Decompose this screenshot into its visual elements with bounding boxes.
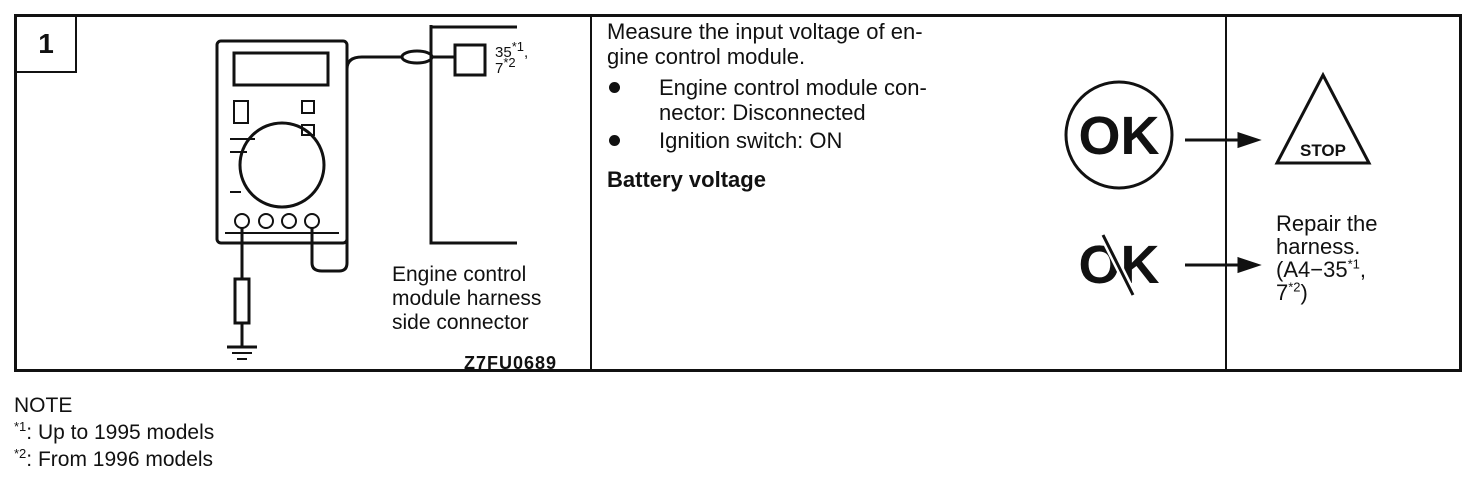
- caption-line: module harness: [392, 287, 542, 310]
- note-item: *2: From 1996 models: [14, 446, 214, 473]
- repair-line: harness.: [1276, 234, 1361, 259]
- title-line: Measure the input voltage of en-: [607, 19, 923, 44]
- condition-line: Engine control module con-: [659, 75, 927, 100]
- condition-item: Engine control module con-nector: Discon…: [607, 75, 1027, 125]
- step-number: 1: [17, 17, 77, 73]
- condition-item: Ignition switch: ON: [607, 128, 1027, 153]
- repair-line: 7*2): [1276, 281, 1378, 304]
- diagnosis-table: 1: [14, 14, 1462, 373]
- repair-line: Repair the: [1276, 211, 1378, 236]
- instruction-title: Measure the input voltage of en-gine con…: [607, 19, 1027, 69]
- repair-line: (A4−35*1,: [1276, 258, 1378, 281]
- footnote-mark-2: *2: [1288, 279, 1301, 295]
- connector-terminal-label: 35*1, 7*2: [495, 40, 529, 77]
- ng-crossed-ok-icon: OK: [1079, 233, 1160, 297]
- result-symbols: OK OK STOP: [1064, 71, 1372, 297]
- notes: NOTE *1: Up to 1995 models *2: From 1996…: [14, 392, 214, 473]
- figure-code: Z7FU0689: [464, 353, 558, 373]
- footnote-mark-1: *1: [511, 39, 524, 54]
- instructions: Measure the input voltage of en-gine con…: [607, 19, 1027, 192]
- terminal-35: 35: [495, 44, 512, 61]
- note-item: *1: Up to 1995 models: [14, 419, 214, 446]
- arrow-icon: [1185, 131, 1262, 149]
- repair-terminal: 7: [1276, 280, 1289, 305]
- caption-line: Engine control: [392, 263, 527, 286]
- repair-connector: (A4−35: [1276, 257, 1348, 282]
- comma: ,: [1359, 257, 1366, 282]
- harness-connector-icon: [429, 25, 517, 245]
- bullet-icon: [609, 135, 620, 146]
- footnote-mark: *2: [14, 446, 27, 461]
- note-heading: NOTE: [14, 394, 73, 417]
- bullet-icon: [609, 82, 620, 93]
- note-text: : From 1996 models: [26, 448, 214, 471]
- note-text: : Up to 1995 models: [26, 421, 215, 444]
- footnote-mark-1: *1: [1347, 256, 1360, 272]
- stop-text: STOP: [1300, 141, 1346, 160]
- connector-caption: Engine control module harness side conne…: [392, 263, 541, 335]
- comma: ,: [523, 44, 529, 61]
- ground-icon: [227, 228, 257, 360]
- multimeter-icon: [215, 39, 349, 245]
- condition-line: nector: Disconnected: [659, 100, 866, 125]
- caption-line: side connector: [392, 311, 529, 334]
- footnote-mark-2: *2: [503, 55, 516, 70]
- wiring-diagram: [215, 25, 517, 360]
- arrow-icon: [1185, 256, 1262, 274]
- paren: ): [1300, 280, 1308, 305]
- column-divider-2: [1225, 17, 1227, 369]
- spec-value: Battery voltage: [607, 167, 766, 192]
- condition-list: Engine control module con-nector: Discon…: [607, 75, 1027, 153]
- terminal-7: 7: [495, 60, 504, 77]
- ok-text: OK: [1079, 106, 1160, 166]
- test-lead: [310, 55, 403, 273]
- ok-circle-icon: OK: [1064, 80, 1174, 190]
- title-line: gine control module.: [607, 44, 806, 69]
- condition-line: Ignition switch: ON: [659, 128, 843, 153]
- stop-triangle-icon: STOP: [1274, 71, 1372, 165]
- footnote-mark: *1: [14, 419, 27, 434]
- column-divider-1: [590, 17, 592, 369]
- repair-instruction: Repair the harness. (A4−35*1, 7*2): [1276, 212, 1378, 304]
